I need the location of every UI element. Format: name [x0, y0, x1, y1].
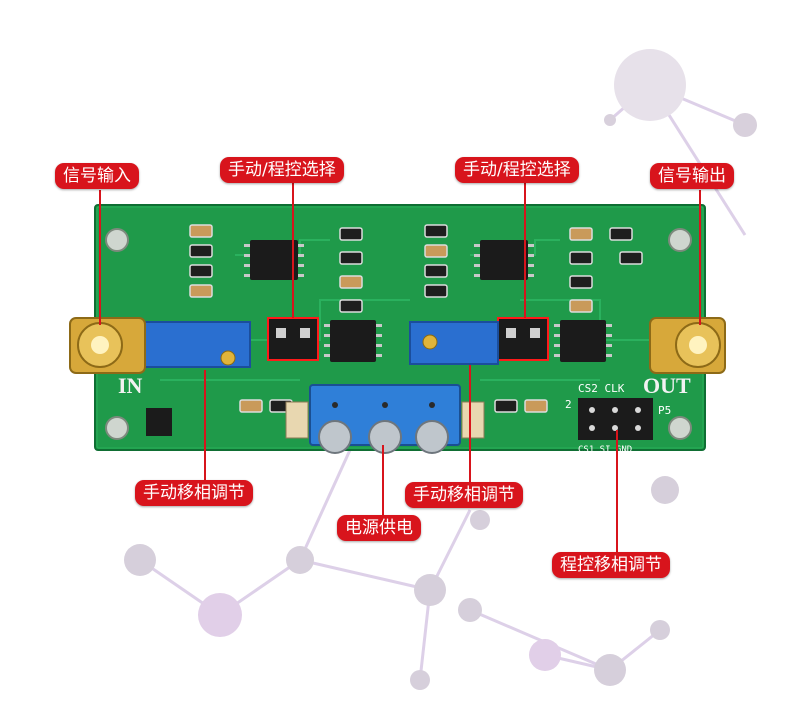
- smd-part: [619, 251, 643, 265]
- out-label: OUT: [643, 373, 691, 398]
- callout-signal-out: 信号输出: [650, 163, 734, 189]
- callout-manual-prog-right: 手动/程控选择: [455, 157, 579, 183]
- callout-manual-prog-left: 手动/程控选择: [220, 157, 344, 183]
- smd-part: [569, 299, 593, 313]
- header-top-label: CS2 CLK: [578, 382, 625, 395]
- smd-part: [494, 399, 518, 413]
- smd-part: [239, 399, 263, 413]
- smd-part: [189, 224, 213, 238]
- smd-part: [189, 244, 213, 258]
- smd-part: [424, 244, 448, 258]
- ic-chips: [244, 240, 612, 362]
- smd-part: [424, 224, 448, 238]
- smd-part: [339, 251, 363, 265]
- smd-part: [569, 251, 593, 265]
- smd-part: [339, 275, 363, 289]
- smd-part: [569, 275, 593, 289]
- potentiometers: [144, 321, 499, 368]
- sma-connectors: [69, 317, 726, 374]
- smd-part: [189, 284, 213, 298]
- callout-prog-phase: 程控移相调节: [552, 552, 670, 578]
- smd-part: [569, 227, 593, 241]
- smd-components: [189, 224, 643, 413]
- smd-part: [339, 227, 363, 241]
- callout-power-supply: 电源供电: [337, 515, 421, 541]
- callout-leader-lines: [99, 183, 701, 555]
- smd-part: [339, 299, 363, 313]
- p5-label: P5: [658, 404, 671, 417]
- mounting-holes: [105, 228, 692, 440]
- molecule-background: [124, 49, 757, 690]
- in-label: IN: [118, 373, 143, 398]
- silkscreen-labels: IN OUT CS2 CLK CS1 SI GND P5 2: [118, 373, 691, 455]
- smd-part: [424, 284, 448, 298]
- capacitors: [146, 401, 485, 439]
- callout-manual-phase-right: 手动移相调节: [405, 482, 523, 508]
- pin-header-p5: [578, 398, 653, 440]
- smd-part: [424, 264, 448, 278]
- callout-signal-in: 信号输入: [55, 163, 139, 189]
- callout-manual-phase-left: 手动移相调节: [135, 480, 253, 506]
- smd-part: [189, 264, 213, 278]
- power-terminal-block: [309, 384, 461, 454]
- header-bottom-label: CS1 SI GND: [578, 445, 632, 455]
- smd-part: [609, 227, 633, 241]
- smd-part: [524, 399, 548, 413]
- pin2-label: 2: [565, 398, 572, 411]
